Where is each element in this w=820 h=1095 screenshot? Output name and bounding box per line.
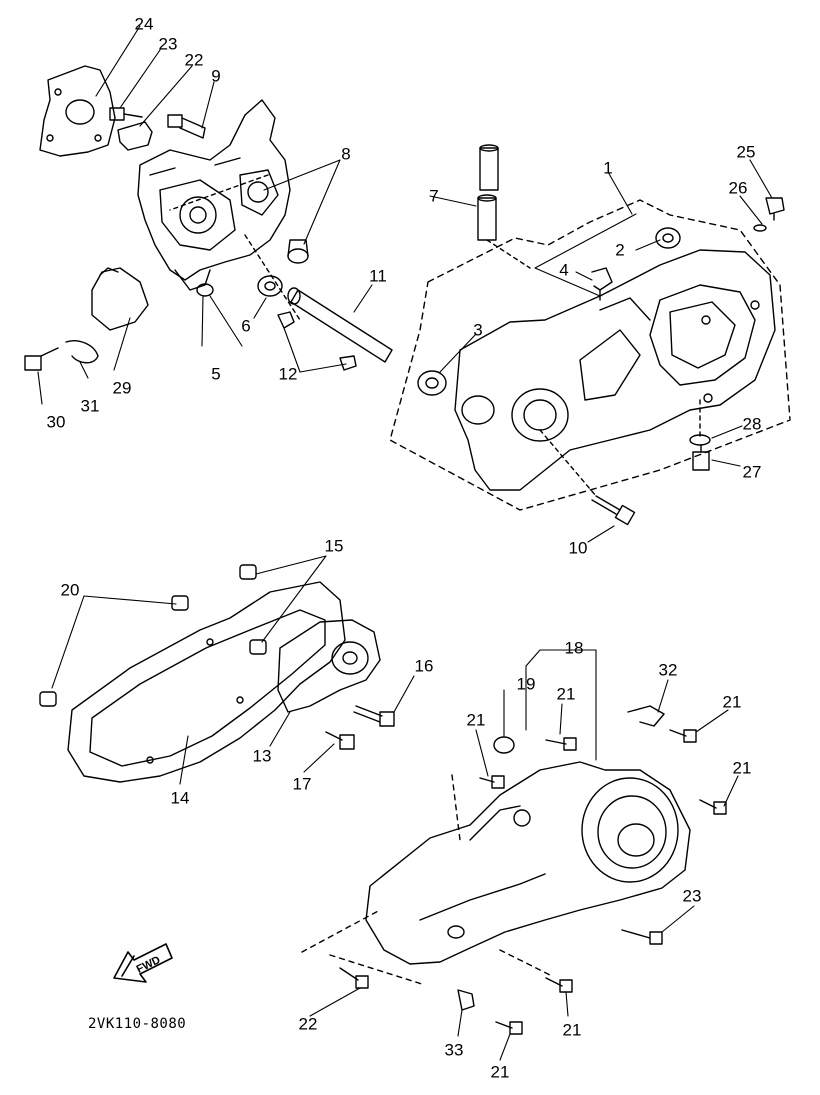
callout-14: 14 xyxy=(170,788,190,808)
left-crankcase xyxy=(454,249,776,491)
bolts-16-17 xyxy=(325,705,395,750)
callout-3: 3 xyxy=(473,320,483,340)
fwd-label: FWD xyxy=(135,954,163,976)
callout-31: 29 xyxy=(112,378,132,398)
small-parts-left xyxy=(24,239,309,371)
callout-26: 27 xyxy=(742,462,762,482)
callout-24: 25 xyxy=(736,142,756,162)
drawing-code: 2VK110-8080 xyxy=(88,1016,187,1032)
crankcase-cover xyxy=(365,761,691,965)
bolt-10 xyxy=(591,495,636,526)
callout-7: 7 xyxy=(429,186,439,206)
callout-35: 33 xyxy=(444,1040,464,1060)
callout-11: 11 xyxy=(369,266,387,286)
dashed-guides-right xyxy=(539,399,701,497)
callout-8: 8 xyxy=(341,144,351,164)
callout-13: 13 xyxy=(252,746,272,766)
dowels-15-20 xyxy=(39,564,267,707)
callout-22: 22 xyxy=(298,1014,318,1034)
callout-25: 26 xyxy=(728,178,748,198)
callout-1: 1 xyxy=(603,158,613,178)
callout-12: 12 xyxy=(278,364,298,384)
callout-5: 5 xyxy=(211,364,221,384)
callout-18: 18 xyxy=(564,638,584,658)
callout-21: 21 xyxy=(490,1062,510,1082)
small-parts-upper-left xyxy=(109,107,206,151)
callout-21: 21 xyxy=(732,758,752,778)
small-parts-right xyxy=(417,197,785,471)
cover-bolts xyxy=(339,705,727,1035)
callout-15: 15 xyxy=(324,536,344,556)
callout-30: 24 xyxy=(134,14,154,34)
callout-28: 22 xyxy=(184,50,204,70)
fwd-arrow-icon xyxy=(113,943,173,983)
callout-6: 6 xyxy=(241,316,251,336)
callout-29: 23 xyxy=(158,34,178,54)
callout-21: 21 xyxy=(466,710,486,730)
callout-16: 16 xyxy=(414,656,434,676)
callout-21: 21 xyxy=(722,692,742,712)
callout-21: 21 xyxy=(562,1020,582,1040)
right-crankcase xyxy=(137,99,291,291)
shaft-and-dowels xyxy=(277,144,499,371)
dashed-guides-upper xyxy=(169,174,531,321)
callout-17: 17 xyxy=(292,774,312,794)
callout-9: 9 xyxy=(211,66,221,86)
callout-21: 21 xyxy=(556,684,576,704)
cover-dashed-guides xyxy=(301,774,551,986)
left-crankcase-box xyxy=(389,199,791,511)
callout-23: 23 xyxy=(682,886,702,906)
gasket-30 xyxy=(39,65,116,157)
callout-32: 30 xyxy=(46,412,66,432)
callout-27: 28 xyxy=(742,414,762,434)
callout-34: 32 xyxy=(658,660,678,680)
leader-lines xyxy=(37,25,773,1061)
cover-13 xyxy=(277,619,381,713)
callout-19: 19 xyxy=(516,674,536,694)
callout-33: 31 xyxy=(80,396,100,416)
callout-4: 4 xyxy=(559,260,569,280)
fwd-label-box: FWD xyxy=(135,954,163,976)
callout-2: 2 xyxy=(615,240,625,260)
callout-10: 10 xyxy=(568,538,588,558)
callout-20: 20 xyxy=(60,580,80,600)
crankcase-gasket xyxy=(67,581,346,783)
